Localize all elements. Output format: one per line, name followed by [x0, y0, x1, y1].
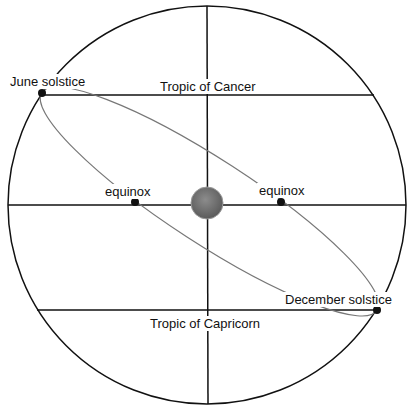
equinox-label: equinox — [103, 184, 153, 199]
tropic-label: Tropic of Capricorn — [148, 316, 262, 331]
equinox-dot — [131, 198, 139, 206]
tropic-label: Tropic of Cancer — [158, 79, 258, 94]
solstice-label: June solstice — [8, 74, 87, 89]
sphere-outline — [8, 6, 406, 404]
equinox-label: equinox — [257, 183, 307, 198]
capricorn-line — [37, 309, 377, 311]
solstice-dot — [38, 89, 46, 97]
solstice-dot — [373, 306, 381, 314]
cancer-line — [40, 94, 374, 96]
solstice-label: December solstice — [283, 292, 394, 307]
equinox-dot — [277, 198, 285, 206]
sun — [191, 187, 223, 219]
ecliptic-ellipse — [19, 57, 400, 345]
